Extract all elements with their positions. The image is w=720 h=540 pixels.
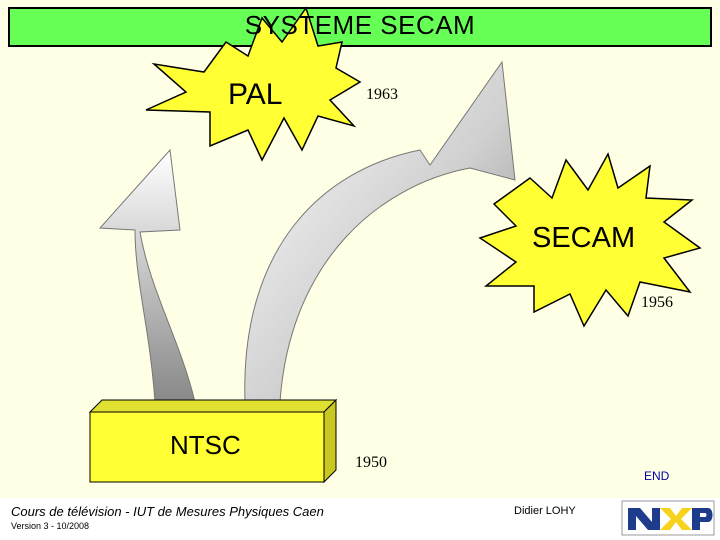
title-bar [8, 7, 712, 47]
footer-course-title: Cours de télévision - IUT de Mesures Phy… [11, 504, 324, 519]
ntsc-box [89, 411, 325, 483]
nxp-letter-p [692, 508, 713, 530]
ntsc-year: 1950 [355, 454, 387, 471]
footer-author: Didier LOHY [514, 505, 576, 517]
nxp-letter-x [660, 508, 692, 530]
secam-year: 1956 [641, 294, 673, 311]
footer-version: Version 3 - 10/2008 [11, 521, 90, 531]
ntsc-label: NTSC [170, 430, 241, 460]
arrow-ntsc-to-pal [98, 148, 196, 403]
pal-year: 1963 [366, 86, 398, 103]
pal-label: PAL [228, 78, 283, 111]
arrow-ntsc-to-secam [244, 60, 516, 403]
secam-label: SECAM [532, 222, 636, 254]
slide-title: SYSTEME SECAM [244, 10, 476, 40]
end-link[interactable]: END [644, 469, 670, 483]
nxp-letter-n [628, 508, 660, 530]
footer-strip [0, 498, 720, 540]
secam-burst [478, 152, 702, 328]
ntsc-box-top [88, 399, 338, 413]
pal-burst [145, 6, 362, 162]
nxp-logo [621, 500, 715, 536]
ntsc-box-side [323, 398, 337, 484]
